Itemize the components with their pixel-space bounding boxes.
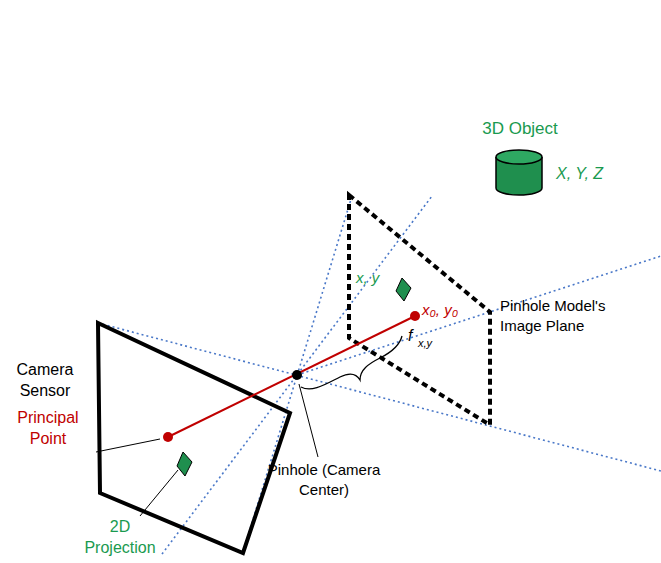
sensor-label: Camera Sensor xyxy=(6,360,84,402)
principal-point-dot xyxy=(163,432,173,442)
leader-line xyxy=(140,470,178,516)
image-plane xyxy=(349,195,490,425)
ray xyxy=(162,196,432,554)
projection-rays xyxy=(98,196,661,554)
projection-diamond xyxy=(177,452,192,476)
leader-lines xyxy=(96,384,318,516)
ray xyxy=(297,256,661,375)
principal-point-dot xyxy=(410,311,420,321)
pinhole-dot xyxy=(292,370,302,380)
projection-diamond xyxy=(396,278,411,301)
image-plane-label: Pinhole Model's Image Plane xyxy=(500,296,632,335)
object-title: 3D Object xyxy=(470,118,570,140)
ray xyxy=(98,323,661,471)
optical-axis xyxy=(168,316,415,437)
projection-label: 2D Projection xyxy=(72,517,168,559)
focal-brace xyxy=(301,336,402,389)
pinhole-label: Pinhole (Camera Center) xyxy=(262,460,386,499)
leader-line xyxy=(96,439,160,452)
focal-length-subscript: x,y xyxy=(418,336,458,350)
image-coordinates: x, y xyxy=(356,268,400,288)
principal-point-label: Principal Point xyxy=(4,408,92,450)
object-cylinder xyxy=(496,150,542,195)
principal-coordinates: x₀, y₀ xyxy=(422,300,492,320)
leader-line xyxy=(299,384,318,457)
world-coordinates: X, Y, Z xyxy=(556,164,636,185)
